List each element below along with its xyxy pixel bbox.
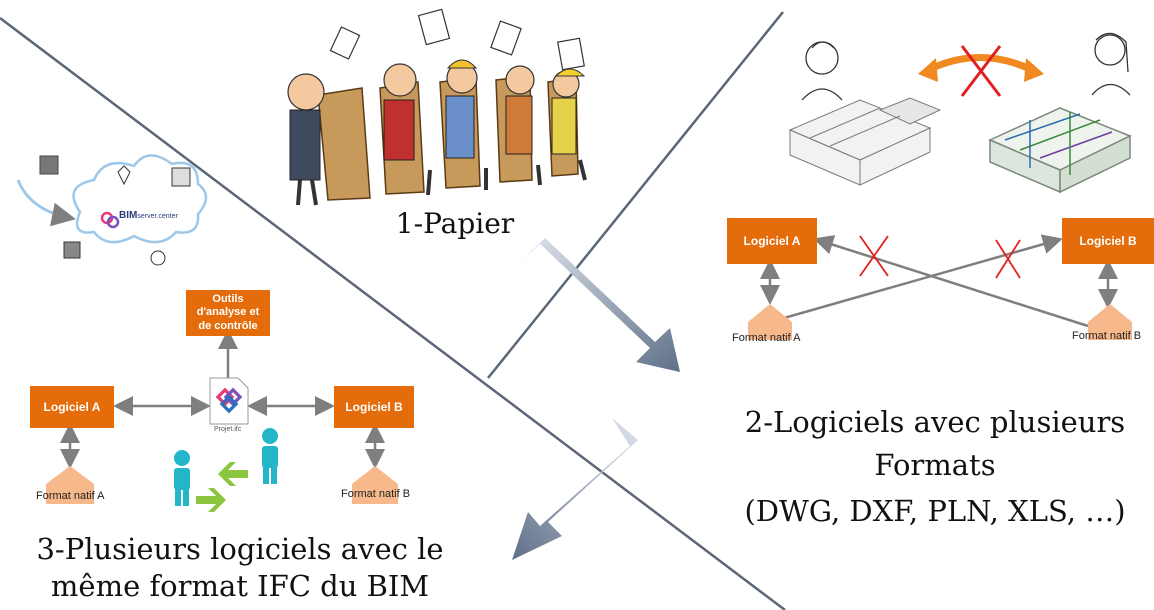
caption-multi-formats-line2: Formats — [874, 448, 996, 482]
big-arrow-to-section-2 — [520, 238, 680, 372]
bim-logo-subtext: server.center — [137, 213, 178, 220]
tools-label-line3: de contrôle — [198, 319, 258, 332]
person-icon-right — [262, 428, 278, 484]
format-a-shape-ifc — [46, 466, 94, 504]
tools-label-line1: Outils — [212, 293, 244, 306]
section-2-connectors — [760, 234, 1118, 328]
format-b-label: Format natif B — [1072, 330, 1142, 342]
bim-logo-text: BIM — [119, 210, 138, 221]
building-model-mep — [988, 107, 1132, 194]
format-b-shape-ifc — [352, 466, 398, 504]
bim-cloud-logo: BIMserver.center — [119, 210, 178, 221]
bim-cloud — [16, 154, 208, 266]
ifc-file-label: Projet.ifc — [214, 426, 242, 433]
divider-line-diagonal — [0, 17, 786, 610]
sketch-person-left — [801, 41, 843, 101]
format-b-shape — [1088, 304, 1132, 340]
sketch-person-right — [1091, 32, 1131, 96]
section-2-crosses — [859, 235, 1021, 279]
tools-label-line2: d'analyse et — [196, 306, 260, 319]
caption-multi-formats-line3: (DWG, DXF, PLN, XLS, …) — [744, 494, 1126, 528]
caption-ifc-line1: 3-Plusieurs logiciels avec le — [36, 532, 444, 566]
building-model-wireframe — [788, 97, 942, 186]
tools-box: Outils d'analyse et de contrôle — [186, 290, 270, 336]
ifc-format-a-label: Format natif A — [36, 490, 105, 502]
caption-ifc-line2: même format IFC du BIM — [50, 569, 430, 603]
exchange-arrow-crossed — [918, 45, 1044, 97]
ifc-file-icon — [209, 377, 249, 425]
software-a-box: Logiciel A — [727, 218, 817, 264]
paper-illustration — [287, 8, 587, 206]
ifc-software-a-box: Logiciel A — [30, 386, 114, 428]
person-icon-left — [174, 450, 190, 506]
caption-paper: 1-Papier — [395, 207, 515, 240]
exchange-arrows-icon — [196, 462, 248, 512]
section-3-connectors — [60, 329, 385, 469]
ifc-format-b-label: Format natif B — [341, 488, 411, 500]
caption-multi-formats-line1: 2-Logiciels avec plusieurs — [744, 405, 1126, 439]
format-a-label: Format natif A — [732, 332, 801, 344]
divider-line-right — [487, 11, 784, 379]
big-arrow-to-section-3 — [512, 418, 638, 560]
software-b-box: Logiciel B — [1062, 218, 1154, 264]
format-a-shape — [748, 304, 792, 340]
ifc-software-b-box: Logiciel B — [334, 386, 414, 428]
